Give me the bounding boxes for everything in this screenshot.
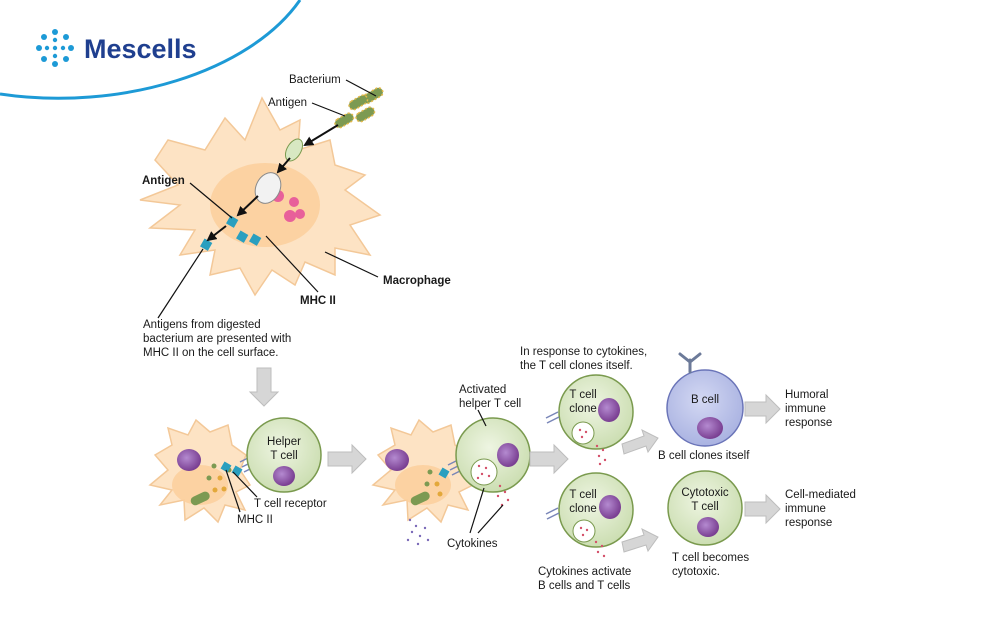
label-bcell: B cell <box>691 394 719 406</box>
t-cell-clone-2: T cell clone <box>545 472 634 558</box>
label-clones-1: In response to cytokines, <box>520 346 647 358</box>
label-clone1-clone: clone <box>569 403 597 415</box>
label-activated-1: Activated <box>459 384 506 396</box>
label-becomes-1: T cell becomes <box>672 552 749 564</box>
label-cytokines: Cytokines <box>447 538 498 550</box>
macrophage-top <box>139 96 382 297</box>
brand-name: Mescells <box>84 34 197 64</box>
t-cell-clone-1: T cell clone <box>545 374 634 466</box>
helper-t-cell: Helper T cell <box>246 417 322 493</box>
macrophage-stage1 <box>148 418 257 524</box>
label-antigen-top: Antigen <box>268 97 307 109</box>
label-presented-1: Antigens from digested <box>143 319 261 331</box>
label-helper: Helper <box>267 436 301 448</box>
label-activated-2: helper T cell <box>459 398 521 410</box>
label-clone2-clone: clone <box>569 503 597 515</box>
cytotoxic-t-cell: Cytotoxic T cell <box>667 470 743 546</box>
label-clone2-tcell: T cell <box>569 489 596 501</box>
label-helper-tcell: T cell <box>270 450 297 462</box>
label-mhc2-bold: MHC II <box>300 295 336 307</box>
label-clone1-tcell: T cell <box>569 389 596 401</box>
leader-activated <box>477 409 487 427</box>
arrow-humoral <box>744 393 781 425</box>
row2-leaders <box>225 469 258 513</box>
label-clones-2: the T cell clones itself. <box>520 360 633 372</box>
arrow-to-cytotoxic <box>621 528 659 553</box>
label-mhc2: MHC II <box>237 514 273 526</box>
label-b-clones: B cell clones itself <box>658 450 750 462</box>
cytokine-cloud-1 <box>406 518 430 546</box>
label-cytokines-activate-2: B cells and T cells <box>538 580 631 592</box>
label-humoral-3: response <box>785 417 832 429</box>
logo-icon <box>36 29 74 67</box>
top-leader-lines <box>157 79 379 319</box>
label-cytotoxic: Cytotoxic <box>681 487 729 499</box>
label-bacterium: Bacterium <box>289 74 341 86</box>
leader-cytokines <box>469 487 504 534</box>
label-humoral-1: Humoral <box>785 389 828 401</box>
label-presented-3: MHC II on the cell surface. <box>143 347 279 359</box>
b-cell: B cell <box>666 352 744 447</box>
header-swoosh <box>0 0 302 100</box>
label-cell-mediated-3: response <box>785 517 832 529</box>
label-becomes-2: cytotoxic. <box>672 566 720 578</box>
right-arrow-2 <box>529 443 569 475</box>
right-arrow-1 <box>327 443 367 475</box>
arrow-cell-mediated <box>744 493 781 525</box>
label-humoral-2: immune <box>785 403 826 415</box>
label-antigen-bold: Antigen <box>142 175 185 187</box>
down-arrow <box>248 367 280 407</box>
label-cell-mediated-1: Cell-mediated <box>785 489 856 501</box>
label-cytokines-activate-1: Cytokines activate <box>538 566 631 578</box>
macrophage-stage2 <box>371 418 475 524</box>
activated-helper-t-cell <box>455 417 531 507</box>
uptake-arrows <box>206 124 339 242</box>
label-cell-mediated-2: immune <box>785 503 826 515</box>
label-macrophage: Macrophage <box>383 275 451 287</box>
brand-logo[interactable]: Mescells <box>36 29 197 67</box>
bacteria <box>334 87 384 129</box>
label-t-cell-receptor: T cell receptor <box>254 498 327 510</box>
label-presented-2: bacterium are presented with <box>143 333 291 345</box>
arrow-to-bcell <box>621 429 659 455</box>
label-cytotoxic-tcell: T cell <box>691 501 718 513</box>
